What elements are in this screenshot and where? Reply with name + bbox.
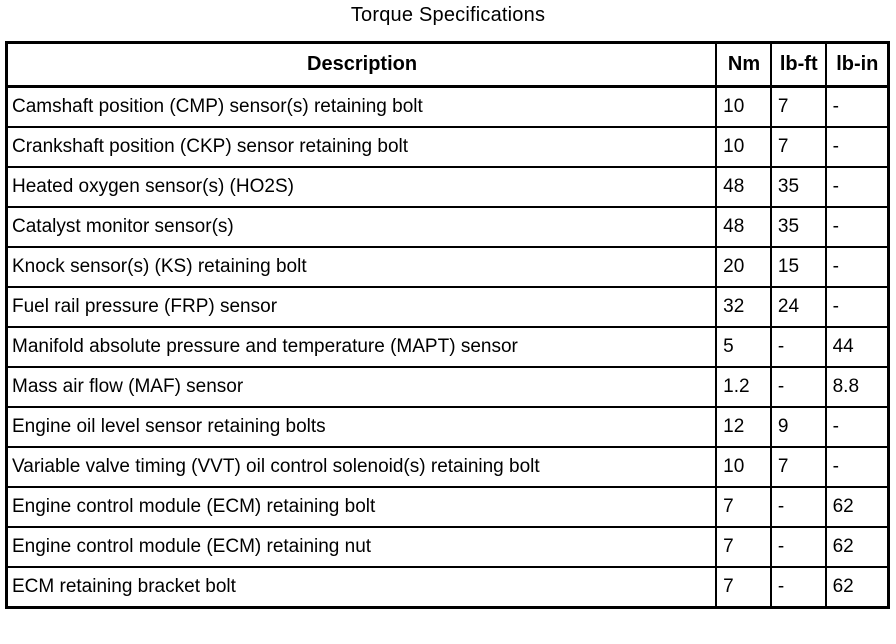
value-cell: -: [824, 406, 890, 448]
description-cell: Manifold absolute pressure and temperatu…: [5, 326, 718, 368]
value-cell: 20: [715, 246, 772, 288]
value-cell: 62: [824, 566, 890, 609]
value-cell: -: [769, 526, 827, 568]
description-cell: ECM retaining bracket bolt: [5, 566, 718, 609]
value-cell: 10: [715, 85, 772, 128]
value-cell: 15: [769, 246, 827, 288]
table-row: Variable valve timing (VVT) oil control …: [5, 446, 890, 488]
table-row: Engine control module (ECM) retaining nu…: [5, 526, 890, 568]
description-cell: Variable valve timing (VVT) oil control …: [5, 446, 718, 488]
value-cell: -: [769, 566, 827, 609]
value-cell: -: [824, 166, 890, 208]
value-cell: 24: [769, 286, 827, 328]
value-cell: 32: [715, 286, 772, 328]
value-cell: -: [769, 486, 827, 528]
description-cell: Heated oxygen sensor(s) (HO2S): [5, 166, 718, 208]
value-cell: -: [824, 126, 890, 168]
value-cell: -: [824, 286, 890, 328]
value-cell: -: [769, 366, 827, 408]
value-cell: 48: [715, 206, 772, 248]
table-row: Camshaft position (CMP) sensor(s) retain…: [5, 85, 890, 128]
value-cell: -: [824, 85, 890, 128]
table-body: Camshaft position (CMP) sensor(s) retain…: [5, 85, 890, 609]
description-cell: Knock sensor(s) (KS) retaining bolt: [5, 246, 718, 288]
description-cell: Engine control module (ECM) retaining nu…: [5, 526, 718, 568]
value-cell: -: [824, 206, 890, 248]
column-header-description: Description: [5, 41, 718, 88]
value-cell: 48: [715, 166, 772, 208]
value-cell: 10: [715, 446, 772, 488]
value-cell: -: [824, 246, 890, 288]
value-cell: 62: [824, 526, 890, 568]
value-cell: 5: [715, 326, 772, 368]
value-cell: 9: [769, 406, 827, 448]
value-cell: 7: [715, 526, 772, 568]
value-cell: -: [824, 446, 890, 488]
value-cell: 62: [824, 486, 890, 528]
column-header-nm: Nm: [715, 41, 772, 88]
value-cell: 10: [715, 126, 772, 168]
value-cell: 1.2: [715, 366, 772, 408]
description-cell: Camshaft position (CMP) sensor(s) retain…: [5, 85, 718, 128]
description-cell: Catalyst monitor sensor(s): [5, 206, 718, 248]
column-header-lb-ft: lb-ft: [769, 41, 827, 88]
description-cell: Crankshaft position (CKP) sensor retaini…: [5, 126, 718, 168]
value-cell: 44: [824, 326, 890, 368]
value-cell: 7: [769, 85, 827, 128]
table-row: Manifold absolute pressure and temperatu…: [5, 326, 890, 368]
description-cell: Mass air flow (MAF) sensor: [5, 366, 718, 408]
description-cell: Engine oil level sensor retaining bolts: [5, 406, 718, 448]
description-cell: Fuel rail pressure (FRP) sensor: [5, 286, 718, 328]
table-row: Engine control module (ECM) retaining bo…: [5, 486, 890, 528]
value-cell: 7: [715, 486, 772, 528]
value-cell: 35: [769, 206, 827, 248]
value-cell: 12: [715, 406, 772, 448]
value-cell: -: [769, 326, 827, 368]
column-header-lb-in: lb-in: [824, 41, 890, 88]
value-cell: 8.8: [824, 366, 890, 408]
page-title: Torque Specifications: [350, 4, 546, 26]
value-cell: 7: [715, 566, 772, 609]
value-cell: 7: [769, 446, 827, 488]
value-cell: 35: [769, 166, 827, 208]
table-row: Crankshaft position (CKP) sensor retaini…: [5, 126, 890, 168]
value-cell: 7: [769, 126, 827, 168]
description-cell: Engine control module (ECM) retaining bo…: [5, 486, 718, 528]
